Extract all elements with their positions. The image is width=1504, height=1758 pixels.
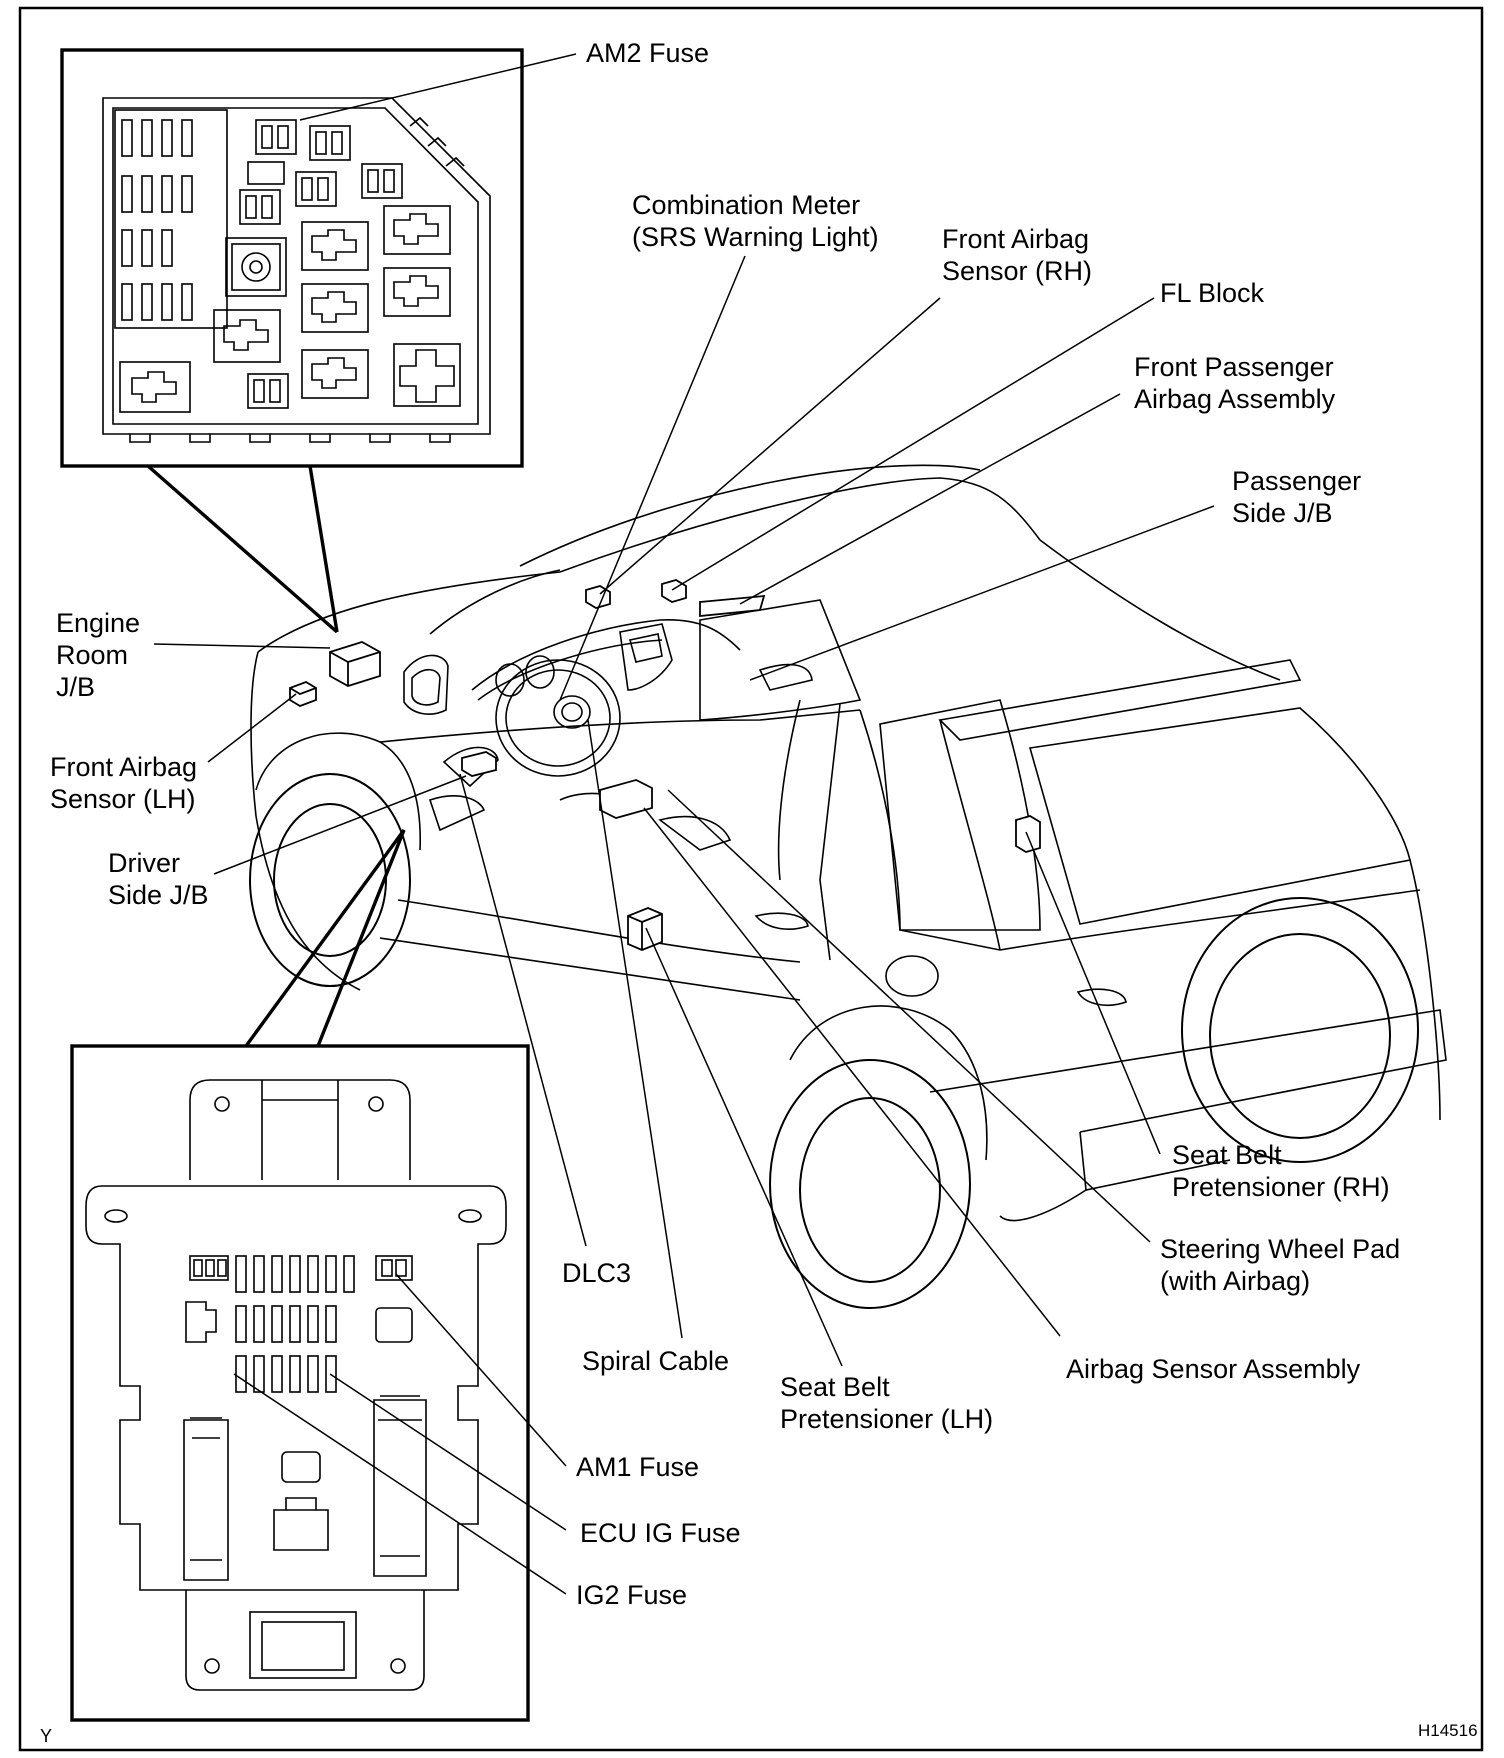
passenger-airbag-box xyxy=(699,594,766,617)
label-front-airbag-sensor-rh-line2: Sensor (RH) xyxy=(942,256,1092,286)
label-driver-side-jb-line1: Driver xyxy=(108,848,180,878)
label-front-airbag-sensor-rh-line1: Front Airbag xyxy=(942,224,1089,254)
label-fl-block: FL Block xyxy=(1160,278,1265,308)
label-steering-wheel-pad-line1: Steering Wheel Pad xyxy=(1160,1234,1400,1264)
label-seat-belt-pretensioner-lh-line1: Seat Belt xyxy=(780,1372,890,1402)
label-am2-fuse: AM2 Fuse xyxy=(586,38,709,68)
engine-room-jb-box xyxy=(329,641,381,687)
label-ecu-ig-fuse: ECU IG Fuse xyxy=(580,1518,741,1548)
label-front-airbag-sensor-lh-line2: Sensor (LH) xyxy=(50,784,196,814)
label-steering-wheel-pad-line2: (with Airbag) xyxy=(1160,1266,1310,1296)
label-combination-meter-line2: (SRS Warning Light) xyxy=(632,222,879,252)
label-front-airbag-sensor-lh-line1: Front Airbag xyxy=(50,752,197,782)
driver-side-jb-inset xyxy=(70,828,530,1722)
label-seat-belt-pretensioner-rh-line1: Seat Belt xyxy=(1172,1140,1282,1170)
airbag-sensor-assembly-box xyxy=(599,779,653,819)
seat-belt-pretensioner-lh-box xyxy=(627,907,663,951)
corner-letter: Y xyxy=(40,1726,52,1746)
vehicle-drawing xyxy=(249,464,1447,1309)
outer-border xyxy=(18,6,1484,1752)
label-airbag-sensor-assembly: Airbag Sensor Assembly xyxy=(1066,1354,1361,1384)
dlc3-box xyxy=(461,751,497,777)
leader-lines xyxy=(153,53,1215,1595)
label-seat-belt-pretensioner-lh-line2: Pretensioner (LH) xyxy=(780,1404,993,1434)
label-combination-meter-line1: Combination Meter xyxy=(632,190,860,220)
engine-room-jb-inset xyxy=(60,48,524,634)
label-engine-room-jb-line2: Room xyxy=(56,640,128,670)
label-driver-side-jb-line2: Side J/B xyxy=(108,880,209,910)
front-airbag-sensor-lh-box xyxy=(289,681,317,707)
label-ig2-fuse: IG2 Fuse xyxy=(576,1580,687,1610)
label-am1-fuse: AM1 Fuse xyxy=(576,1452,699,1482)
label-passenger-side-jb-line2: Side J/B xyxy=(1232,498,1333,528)
label-dlc3: DLC3 xyxy=(562,1258,631,1288)
label-passenger-side-jb-line1: Passenger xyxy=(1232,466,1361,496)
label-engine-room-jb-line3: J/B xyxy=(56,672,95,702)
label-front-passenger-airbag-line2: Airbag Assembly xyxy=(1134,384,1336,414)
labels: AM2 Fuse Combination Meter (SRS Warning … xyxy=(40,38,1478,1746)
label-spiral-cable: Spiral Cable xyxy=(582,1346,729,1376)
seat-belt-pretensioner-rh-box xyxy=(1015,815,1041,853)
figure-id: H14516 xyxy=(1418,1721,1478,1740)
label-front-passenger-airbag-line1: Front Passenger xyxy=(1134,352,1334,382)
label-seat-belt-pretensioner-rh-line2: Pretensioner (RH) xyxy=(1172,1172,1390,1202)
label-engine-room-jb-line1: Engine xyxy=(56,608,140,638)
